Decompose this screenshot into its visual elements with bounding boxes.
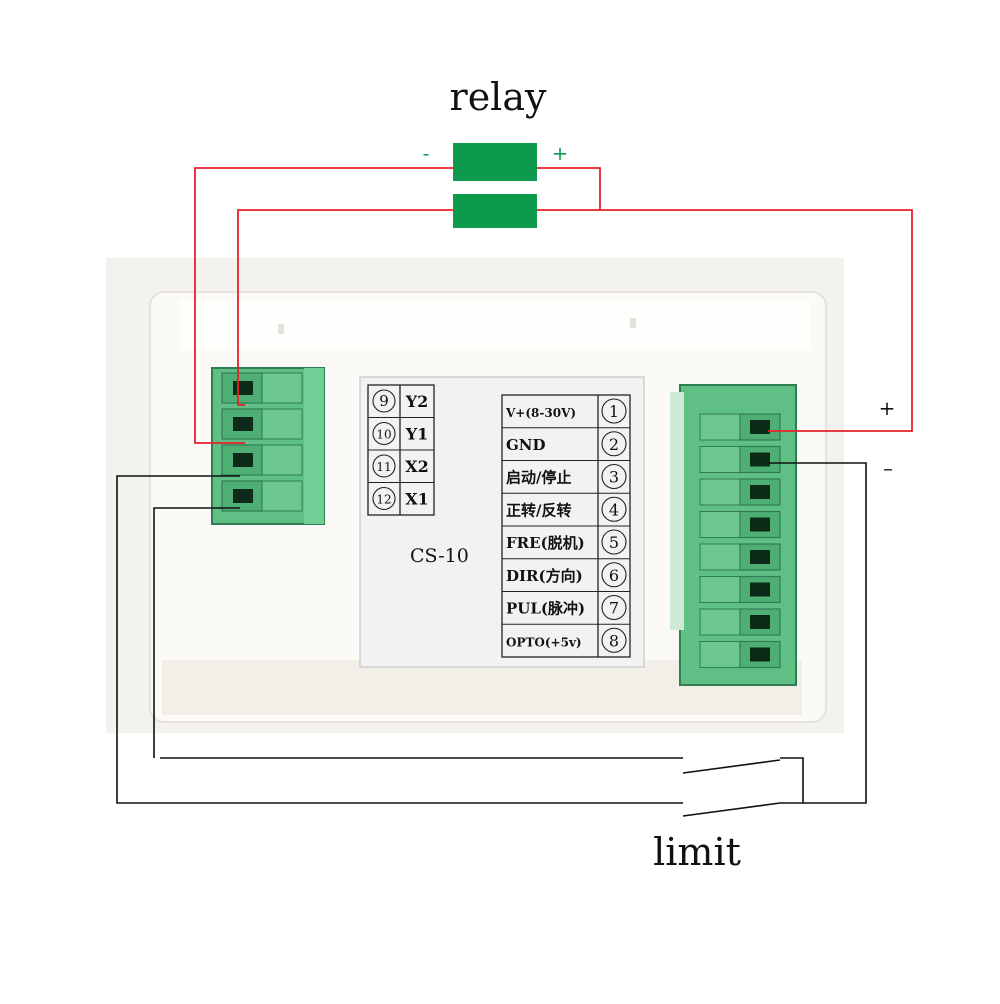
limit-switch-contact-1 <box>682 759 781 774</box>
right-pin-circle <box>601 529 627 555</box>
left-pin-name: Y2 <box>405 392 429 411</box>
right-terminal-block <box>670 384 797 686</box>
right-pin-circle <box>601 594 627 621</box>
left-pin-circle <box>372 389 396 413</box>
left-terminal-block <box>211 367 325 525</box>
right-terminal-side <box>670 392 684 630</box>
left-pin-table-rows: 9 Y2 10 Y1 11 X2 12 X1 <box>368 389 434 511</box>
limit-label: limit <box>653 830 741 874</box>
power-plus-sign: + <box>879 396 896 420</box>
wire-relay-plus-to-vplus <box>537 167 913 432</box>
limit-switch-bridge <box>780 757 804 804</box>
left-terminal-hole <box>233 453 253 467</box>
left-terminal-clamp <box>261 444 303 476</box>
right-pin-circle <box>601 398 627 424</box>
right-terminal-clamp <box>699 511 741 538</box>
wire-relay-minus-to-y1 <box>194 167 453 444</box>
right-terminal-hole <box>750 485 770 499</box>
right-pin-number: 2 <box>609 435 619 454</box>
right-terminal-clamp <box>699 446 741 473</box>
left-pin-number: 10 <box>376 428 391 442</box>
right-pin-name: FRE(脱机) <box>506 534 585 552</box>
right-terminal-slot <box>739 543 781 571</box>
right-pin-name: PUL(脉冲) <box>506 600 585 618</box>
red-wires <box>194 167 913 444</box>
right-terminal-hole <box>750 420 770 434</box>
right-pin-circle <box>601 496 627 522</box>
right-pin-name: 启动/停止 <box>506 469 571 487</box>
left-terminal-clamp <box>261 480 303 512</box>
relay: relay - + <box>423 75 569 228</box>
relay-label: relay <box>450 75 547 119</box>
relay-contact <box>453 194 537 228</box>
right-terminal-clamp <box>699 608 741 636</box>
right-terminal-hole <box>750 582 770 597</box>
wire-relay-contact-to-y2 <box>237 209 453 406</box>
right-pin-number: 5 <box>609 533 619 552</box>
right-terminal-clamp <box>699 576 741 603</box>
right-terminal-hole <box>750 550 770 564</box>
right-pin-name: GND <box>506 436 546 454</box>
housing-top-highlight <box>180 300 810 350</box>
right-terminal-hole <box>750 452 770 467</box>
wire-x1-down <box>153 507 240 758</box>
black-wires <box>116 462 867 817</box>
right-terminal-clamp <box>699 641 741 668</box>
right-terminal-clamp <box>699 478 741 506</box>
relay-coil <box>453 143 537 181</box>
right-terminal-screws <box>699 413 781 669</box>
right-pin-circle <box>601 463 627 490</box>
limit-switch-contact-2 <box>682 802 781 817</box>
left-pin-number: 9 <box>379 392 389 410</box>
housing-slot-left <box>278 324 284 334</box>
left-terminal-hole <box>233 489 253 503</box>
housing-slot-right <box>630 318 636 328</box>
wire-x2-to-limit <box>116 475 683 804</box>
right-pin-circle <box>601 627 627 653</box>
power-minus-sign: – <box>883 456 893 480</box>
right-pin-number: 4 <box>609 500 619 519</box>
left-terminal-hole <box>233 381 253 395</box>
right-terminal-hole <box>750 615 770 629</box>
left-terminal-screws <box>221 372 303 512</box>
right-pin-number: 8 <box>609 631 619 650</box>
left-pin-name: Y1 <box>405 425 429 444</box>
left-pin-circle <box>372 454 396 478</box>
left-terminal-hole <box>233 417 253 431</box>
model-label: CS-10 <box>410 545 469 567</box>
wire-limit-to-gnd <box>768 462 867 804</box>
right-pin-number: 3 <box>609 468 619 487</box>
right-pin-number: 1 <box>609 402 619 421</box>
left-terminal-side <box>304 368 324 524</box>
right-terminal-clamp <box>699 543 741 571</box>
left-pin-name: X1 <box>405 490 429 509</box>
right-terminal-hole <box>750 517 770 532</box>
right-pin-name: 正转/反转 <box>506 501 571 519</box>
right-pin-name: DIR(方向) <box>506 567 583 585</box>
right-terminal-hole <box>750 647 770 662</box>
left-pin-number: 11 <box>376 460 391 474</box>
left-pin-circle <box>372 486 396 511</box>
relay-minus-sign: - <box>423 141 430 165</box>
left-terminal-clamp <box>261 372 303 404</box>
left-pin-circle <box>372 421 396 446</box>
right-pin-name: OPTO(+5v) <box>506 635 582 649</box>
right-pin-circle <box>601 562 627 588</box>
right-terminal-clamp <box>699 413 741 441</box>
right-pin-number: 6 <box>609 566 619 585</box>
left-terminal-clamp <box>261 408 303 440</box>
right-pin-number: 7 <box>609 599 619 618</box>
right-pin-name: V+(8-30V) <box>505 406 576 420</box>
right-pin-circle <box>601 431 627 457</box>
left-terminal-slot <box>221 372 263 404</box>
left-pin-number: 12 <box>376 493 391 507</box>
relay-plus-sign: + <box>552 141 569 165</box>
left-pin-name: X2 <box>405 457 429 476</box>
